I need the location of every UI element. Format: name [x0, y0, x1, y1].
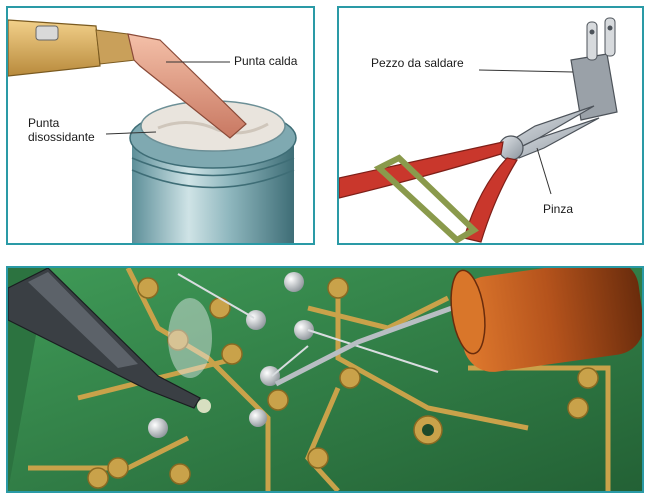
label-pliers: Pinza — [543, 202, 574, 216]
iron-handle — [8, 19, 101, 77]
rubber-band — [373, 154, 479, 243]
workpiece-pin-right — [604, 17, 616, 57]
panel-pcb-soldering — [6, 266, 644, 493]
copper-pads — [87, 277, 599, 489]
molten-solder — [197, 399, 211, 413]
pliers-handle-lower — [463, 157, 518, 243]
component-leads — [177, 273, 439, 377]
smoke — [168, 298, 212, 378]
panel-pliers: Pezzo da saldare Pinza — [337, 6, 644, 245]
solder-joints — [148, 272, 314, 438]
label-deox-tip-line1: Punta — [28, 116, 60, 130]
label-deox-tip-line2: disossidante — [28, 130, 95, 144]
panel-hot-tip: Punta calda Punta disossidante — [6, 6, 315, 245]
workpiece-pin-left — [586, 21, 598, 61]
soldering-iron — [8, 268, 201, 409]
label-workpiece: Pezzo da saldare — [371, 56, 464, 70]
hot-tip — [127, 33, 247, 139]
iron-and-tin-illustration — [8, 19, 297, 243]
solder-spool — [450, 268, 642, 372]
solder-wire — [274, 305, 453, 387]
pliers-handle-upper — [339, 141, 504, 199]
iron-screw — [35, 25, 59, 41]
label-hot-tip: Punta calda — [234, 54, 298, 68]
pliers-illustration — [339, 17, 618, 243]
pcb-soldering-illustration — [8, 268, 642, 491]
workpiece-body — [570, 53, 618, 121]
